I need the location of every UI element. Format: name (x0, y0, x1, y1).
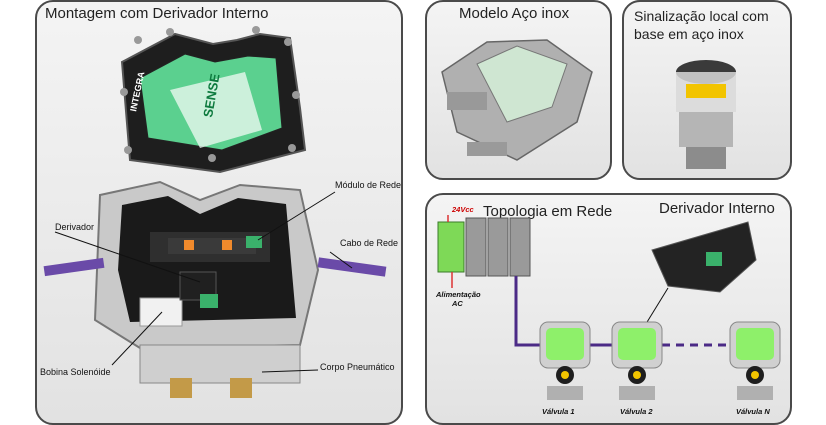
power-label-1: Alimentação (436, 290, 481, 299)
callout-cabo-rede: Cabo de Rede (340, 238, 399, 248)
topologia-subtitle: Derivador Interno (659, 200, 775, 217)
valve-1 (539, 321, 591, 400)
callout-modulo-rede: Módulo de Rede (335, 180, 402, 190)
aco-title: Modelo Aço inox (459, 5, 570, 22)
aco-panel: Modelo Aço inox (425, 0, 612, 180)
sinalizacao-title-1: Sinalização local com (634, 8, 769, 24)
valve-n (729, 321, 781, 400)
callout-derivador: Derivador (55, 222, 95, 232)
voltage-label: 24Vcc (452, 205, 474, 214)
valve-1-label: Válvula 1 (542, 407, 575, 416)
sinalizacao-panel: Sinalização local com base em aço inox (622, 0, 792, 180)
device-base (43, 180, 387, 398)
topologia-title: Topologia em Rede (483, 203, 613, 220)
valve-n-label: Válvula N (736, 407, 770, 416)
callout-bobina: Bobina Solenóide (40, 367, 111, 377)
device-lid (120, 26, 307, 174)
sinalizacao-illustration (676, 60, 736, 169)
callout-corpo: Corpo Pneumático (320, 362, 395, 372)
valve-2-label: Válvula 2 (620, 407, 653, 416)
sinalizacao-title-2: base em aço inox (634, 26, 744, 42)
aco-illustration (441, 39, 593, 161)
power-label-2: AC (452, 299, 463, 308)
valve-2 (611, 321, 663, 400)
montagem-title: Montagem com Derivador Interno (45, 5, 269, 22)
